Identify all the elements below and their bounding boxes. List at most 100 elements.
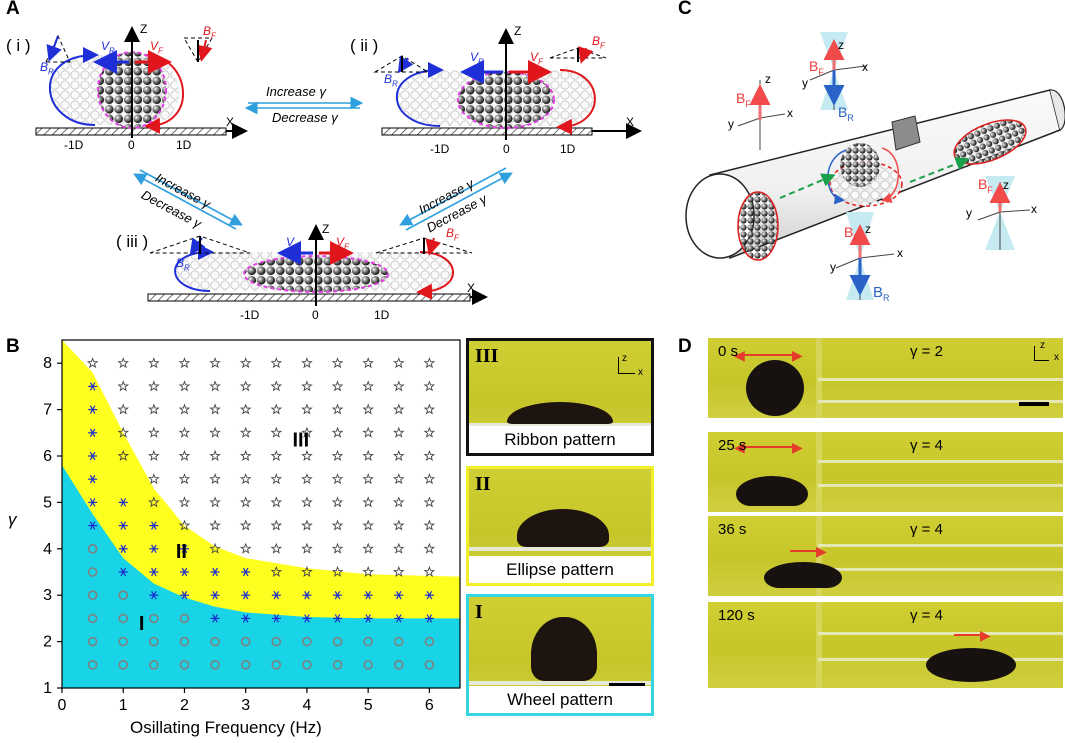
frame-25s: ◀ ▶ 25 s γ = 4 <box>708 432 1063 512</box>
tick-zero-ii: 0 <box>503 142 510 156</box>
plot-frame <box>61 339 461 689</box>
ribbon-marker <box>301 426 313 438</box>
ribbon-marker <box>239 357 252 369</box>
ellipse-marker <box>88 451 98 461</box>
axis-x-iii: X <box>467 281 476 295</box>
ribbon-marker <box>362 380 374 392</box>
ellipse-marker-stroke <box>395 614 402 623</box>
ribbon-marker <box>301 449 313 461</box>
c-z-top: z <box>838 38 844 52</box>
ellipse-marker <box>118 521 128 530</box>
ribbon-marker <box>239 473 252 485</box>
ellipse-marker-stroke <box>273 614 280 623</box>
c-z-right: z <box>1003 178 1009 192</box>
ellipse-marker <box>179 591 189 600</box>
wheel-marker <box>271 636 282 647</box>
ellipse-marker-stroke <box>151 567 157 577</box>
ribbon-marker <box>270 449 283 461</box>
c-x-right: x <box>1031 202 1037 216</box>
ellipse-marker-stroke <box>242 567 249 577</box>
region-label: I <box>139 613 145 635</box>
ribbon-marker <box>270 380 283 392</box>
wheel-marker <box>87 590 98 601</box>
axis-x-i: X <box>226 115 235 129</box>
c-y-right: y <box>966 206 972 220</box>
ellipse-marker-stroke <box>120 521 127 530</box>
ribbon-marker <box>270 519 283 531</box>
ellipse-marker-stroke <box>89 475 96 484</box>
ribbon-marker <box>239 519 252 531</box>
ribbon-marker <box>178 426 191 438</box>
state-i-label: ( i ) <box>6 36 31 55</box>
ribbon-marker <box>362 496 374 508</box>
inset-label-ribbon: Ribbon pattern <box>469 426 651 453</box>
br-label-i: BR <box>40 60 54 77</box>
ellipse-marker <box>302 591 312 600</box>
c-z-bottom: z <box>865 222 871 236</box>
ellipse-marker <box>241 567 251 577</box>
ellipse-marker <box>118 544 128 553</box>
wheel-marker <box>302 659 312 670</box>
wheel-marker <box>179 659 190 670</box>
ribbon-marker <box>423 473 436 485</box>
x-tick-label: 2 <box>180 697 189 714</box>
ribbon-marker <box>270 426 283 438</box>
ribbon-marker <box>178 519 191 531</box>
panel-label-b: B <box>6 336 20 357</box>
x-tick-label: 6 <box>425 697 434 714</box>
wheel-marker <box>149 613 159 624</box>
x-tick-label: 5 <box>364 697 373 714</box>
axis-z-i: Z <box>140 22 148 36</box>
ribbon-marker <box>301 380 313 392</box>
ribbon-marker <box>362 403 374 415</box>
ellipse-marker <box>179 544 189 553</box>
ribbon-marker <box>362 357 374 369</box>
ribbon-marker <box>148 449 160 461</box>
ribbon-marker <box>423 542 436 554</box>
ellipse-marker <box>88 428 98 437</box>
ellipse-marker <box>118 498 128 507</box>
axis-z-iii: Z <box>322 222 330 236</box>
y-tick-label: 3 <box>43 587 52 604</box>
ellipse-marker <box>333 591 343 600</box>
wheel-marker <box>87 567 98 577</box>
ellipse-marker <box>424 614 434 623</box>
ribbon-marker <box>362 565 374 577</box>
ribbon-marker <box>209 519 221 531</box>
y-tick-label: 4 <box>43 541 52 558</box>
c-br-top: BR <box>838 104 854 123</box>
wheel-marker <box>118 613 129 624</box>
vr-label-i: VR <box>101 39 115 56</box>
ribbon-marker <box>239 426 252 438</box>
ellipse-marker <box>88 498 98 507</box>
state-iii <box>147 224 488 306</box>
y-tick-label: 7 <box>43 402 52 419</box>
wheel-marker <box>271 659 282 670</box>
ellipse-marker-stroke <box>334 591 341 600</box>
y-tick-label: 1 <box>43 680 52 697</box>
ribbon-marker <box>392 473 405 485</box>
ribbon-marker <box>239 449 252 461</box>
ellipse-marker-stroke <box>304 614 310 623</box>
ribbon-marker <box>117 380 130 392</box>
ribbon-marker <box>178 403 191 415</box>
ribbon-marker <box>148 473 160 485</box>
wheel-marker <box>87 613 98 624</box>
ribbon-marker <box>178 449 191 461</box>
ribbon-marker <box>392 449 405 461</box>
ribbon-marker <box>362 542 374 554</box>
tick-pos-iii: 1D <box>374 308 390 322</box>
ellipse-marker-stroke <box>120 567 127 577</box>
ribbon-marker <box>270 357 283 369</box>
wheel-marker <box>179 613 190 624</box>
frame-time-0: 0 s <box>718 343 739 360</box>
ellipse-marker <box>149 591 159 600</box>
region-label: II <box>176 541 187 563</box>
inset-roman-i: I <box>475 601 483 623</box>
ribbon-marker <box>209 449 221 461</box>
frame-120s: ▶ 120 s γ = 4 <box>708 602 1063 688</box>
ribbon-marker <box>148 380 160 392</box>
region-i <box>62 465 460 688</box>
ribbon-marker <box>209 357 221 369</box>
wheel-marker <box>210 636 220 647</box>
